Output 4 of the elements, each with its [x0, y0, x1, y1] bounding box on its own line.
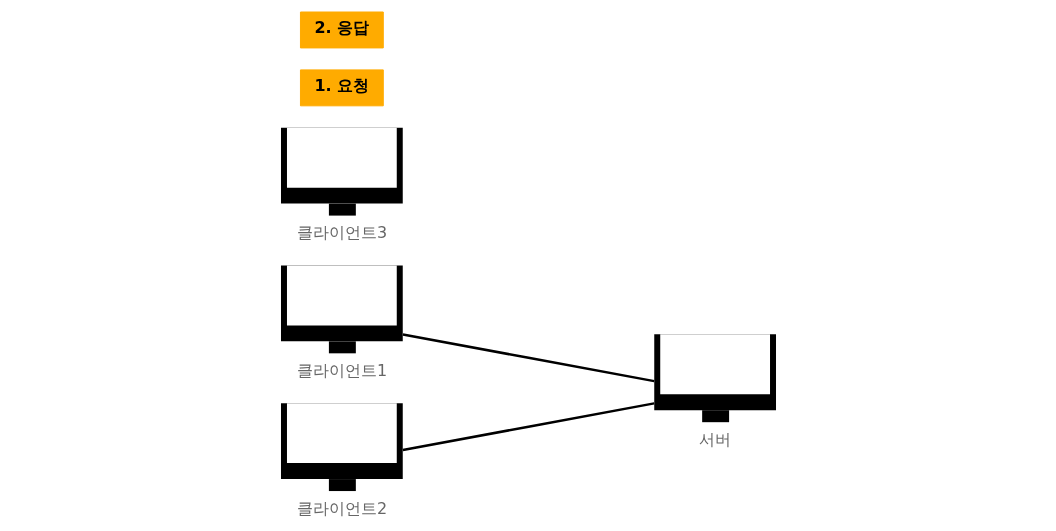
node-label: 클라이언트1 — [296, 361, 387, 381]
node-label: 서버 — [698, 429, 731, 449]
node-label: 클라이언트2 — [296, 498, 387, 518]
node-label: 클라이언트3 — [296, 223, 387, 243]
